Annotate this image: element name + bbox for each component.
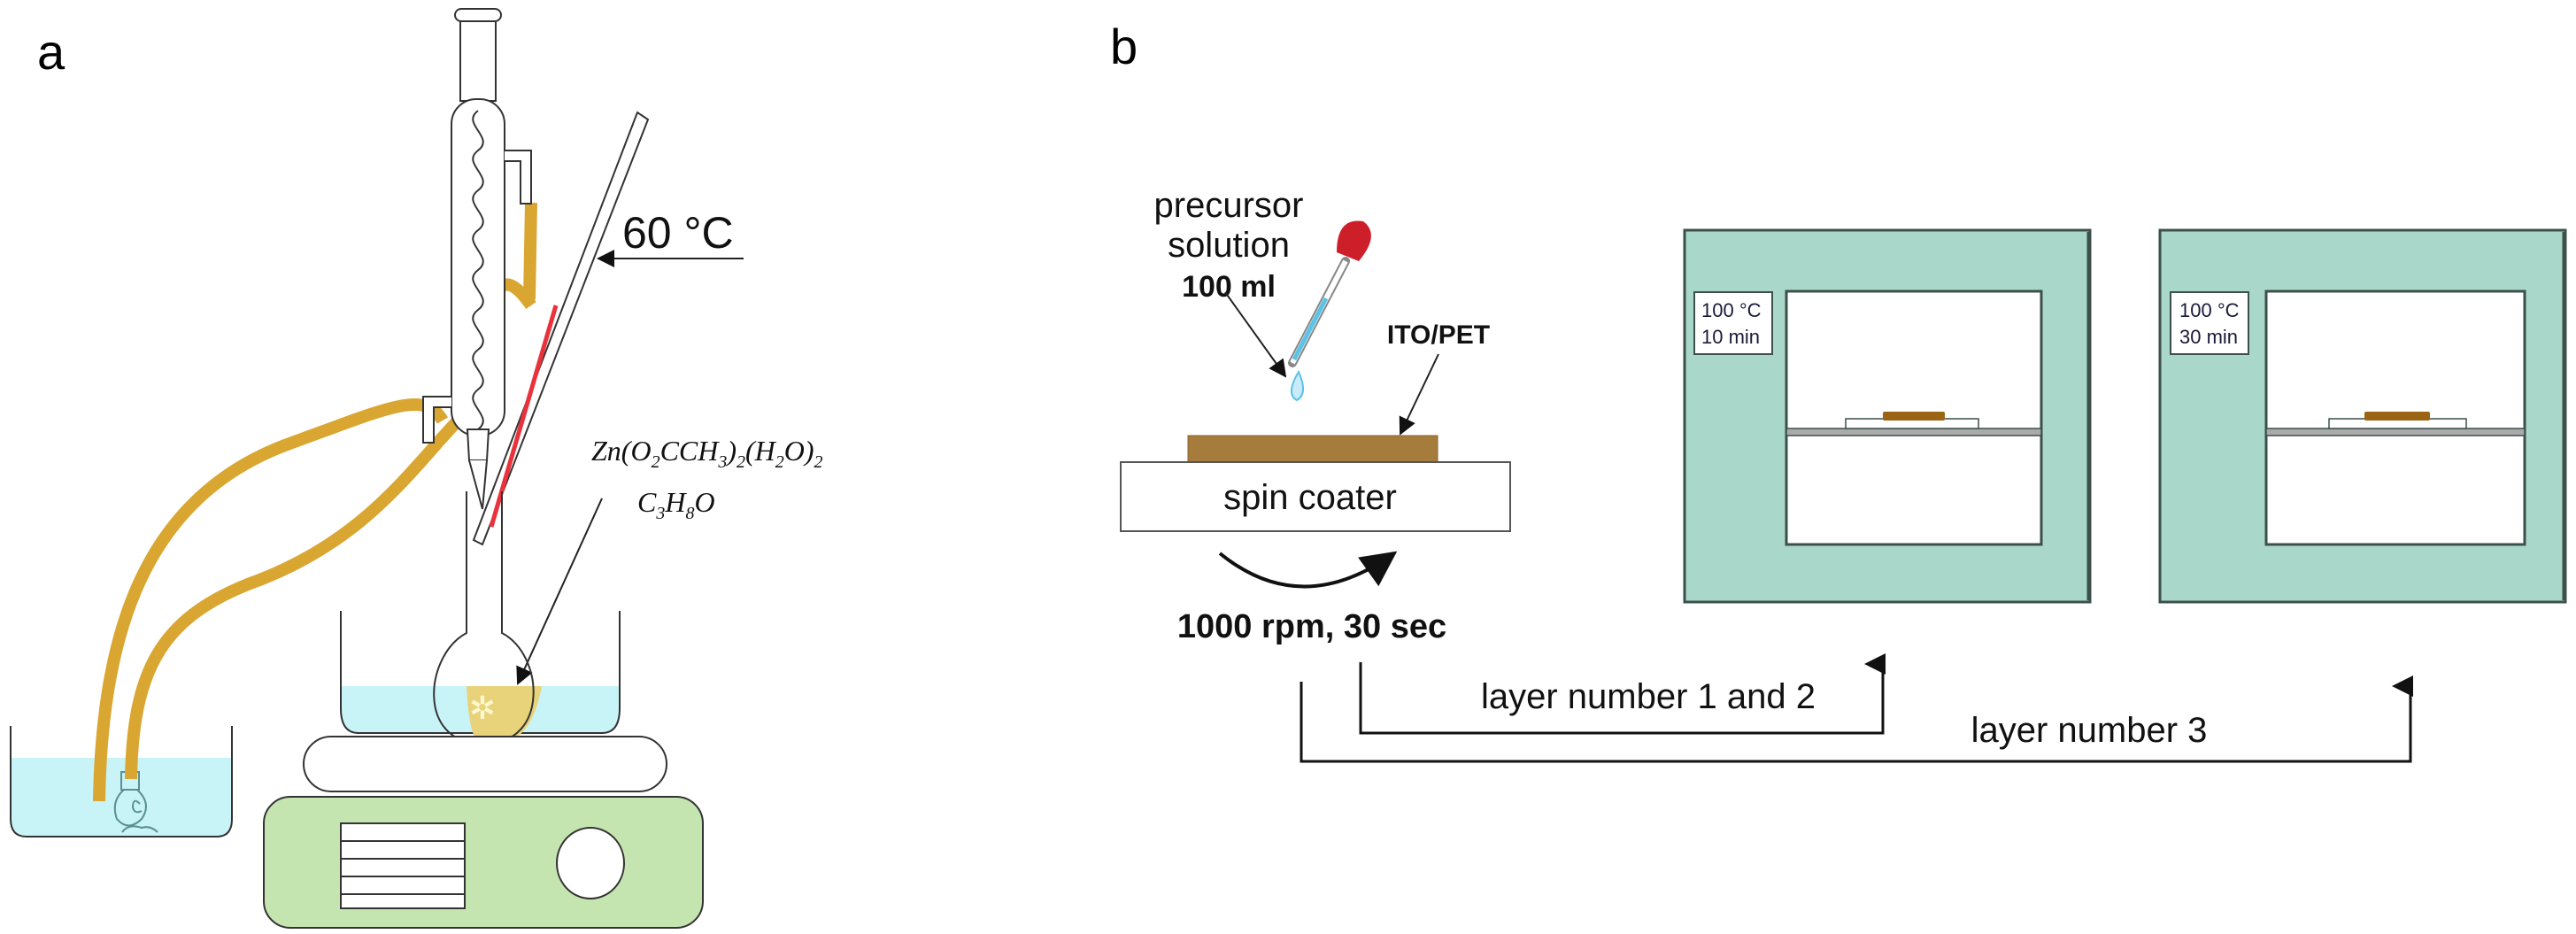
bath-beaker (10, 726, 233, 838)
flow-arrow-layer-3 (1300, 675, 2413, 763)
formula-arrow (516, 498, 603, 685)
panel-a: a (10, 8, 823, 929)
oven-2-shelf (2265, 428, 2526, 436)
oven-1-sample (1883, 412, 1945, 421)
oven-2: 100 °C 30 min (2158, 228, 2567, 604)
spin-parameters: 1000 rpm, 30 sec (1177, 608, 1446, 645)
cooling-water-bath (10, 726, 233, 838)
thermometer-liquid (489, 305, 559, 528)
vent-grille-icon (340, 822, 466, 909)
temperature-label: 60 °C (622, 208, 734, 258)
round-bottom-flask: ✲ (433, 491, 542, 745)
oven-2-display (2170, 291, 2249, 355)
condenser-neck (459, 20, 497, 102)
bath-water (11, 758, 232, 837)
condenser-joint (466, 428, 490, 461)
hotplate-stirrer (263, 736, 704, 929)
stir-bar-icon: ✲ (469, 690, 496, 726)
ito-pet-substrate (1187, 435, 1438, 463)
water-outlet (505, 150, 532, 205)
spin-coater-label: spin coater (1223, 478, 1397, 517)
hotplate-base (263, 796, 704, 929)
spin-coater-body (1120, 461, 1511, 532)
precursor-arrow (1224, 291, 1287, 378)
condenser-drip-tip (468, 459, 488, 510)
droplet-icon (1291, 369, 1304, 402)
hotplate-top (303, 736, 667, 792)
oven-2-time: 30 min (2179, 326, 2238, 348)
oven-1-display (1693, 291, 1773, 355)
panel-b: b precursor solution 100 ml ITO/PET spin… (1110, 19, 2567, 763)
precursor-label-line2: solution (1168, 226, 1290, 265)
substrate-arrow (1399, 353, 1439, 436)
flask-solution (467, 686, 542, 744)
oven-1: 100 °C 10 min (1683, 228, 2092, 604)
oven-1-shelf (1785, 428, 2042, 436)
flow-label-layers-1-2: layer number 1 and 2 (1481, 677, 1816, 716)
thermometer (472, 111, 650, 546)
flow-label-layer-3: layer number 3 (1971, 711, 2208, 750)
formula-zinc-acetate: Zn(O2CCH3)2(H2O)2 (591, 435, 823, 472)
oven-2-sample (2364, 412, 2430, 421)
flow-arrow-layers-1-2 (1359, 653, 1886, 735)
formula-isopropanol: C3H8O (637, 486, 715, 523)
oven-1-time: 10 min (1701, 326, 1760, 348)
condenser-top-cap (454, 8, 502, 22)
rotation-arrow-icon (1218, 551, 1398, 589)
substrate-label: ITO/PET (1387, 320, 1490, 350)
panel-label-b: b (1110, 19, 1138, 74)
condenser-coil (472, 110, 484, 430)
oven-1-temperature: 100 °C (1701, 299, 1762, 321)
oven-2-temperature: 100 °C (2179, 299, 2240, 321)
water-inlet (422, 396, 451, 444)
control-knob-icon (556, 827, 625, 899)
precursor-label-line1: precursor (1154, 186, 1304, 225)
panel-label-a: a (37, 24, 66, 80)
pipette-icon (1288, 220, 1371, 402)
reflux-condenser (422, 8, 532, 510)
